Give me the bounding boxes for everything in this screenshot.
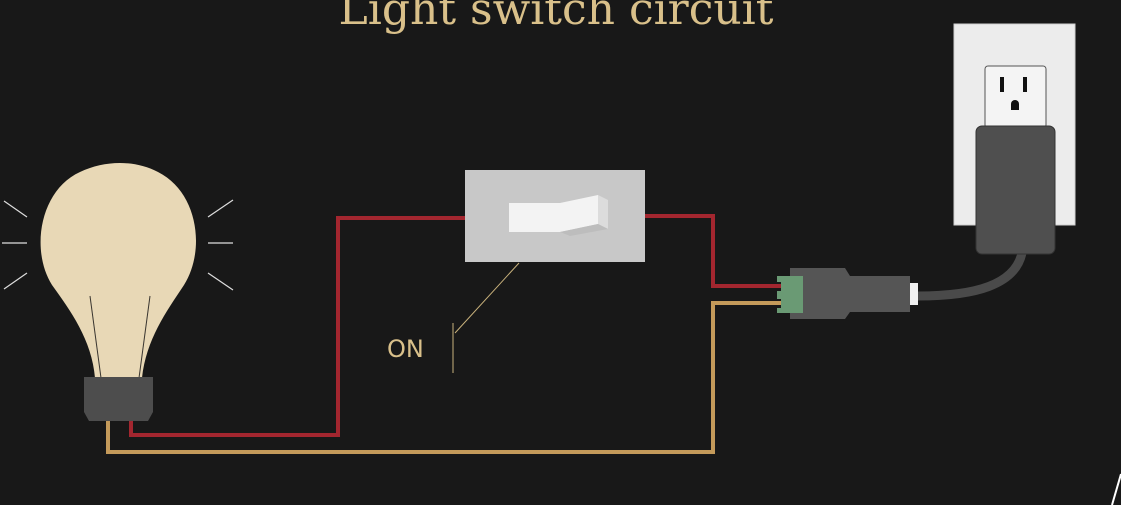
label-leader-line [454, 262, 520, 334]
bulb-base [84, 377, 153, 421]
power-plug[interactable] [975, 125, 1056, 255]
light-bulb [2, 163, 234, 421]
diagram-title: Light switch circuit [339, 0, 774, 35]
power-cable [917, 251, 1027, 301]
switch-state-label: ON [387, 335, 424, 363]
corner-edge [1111, 473, 1121, 505]
switch-rocker [509, 195, 598, 232]
barrel-connector [777, 268, 918, 319]
light-rays-icon [2, 199, 234, 291]
neutral-wire [106, 301, 784, 454]
hot-wire-bulb-to-switch [129, 216, 466, 437]
hot-wire-switch-to-connector [644, 214, 784, 288]
screw-terminal [777, 276, 803, 313]
light-switch[interactable] [465, 170, 645, 262]
